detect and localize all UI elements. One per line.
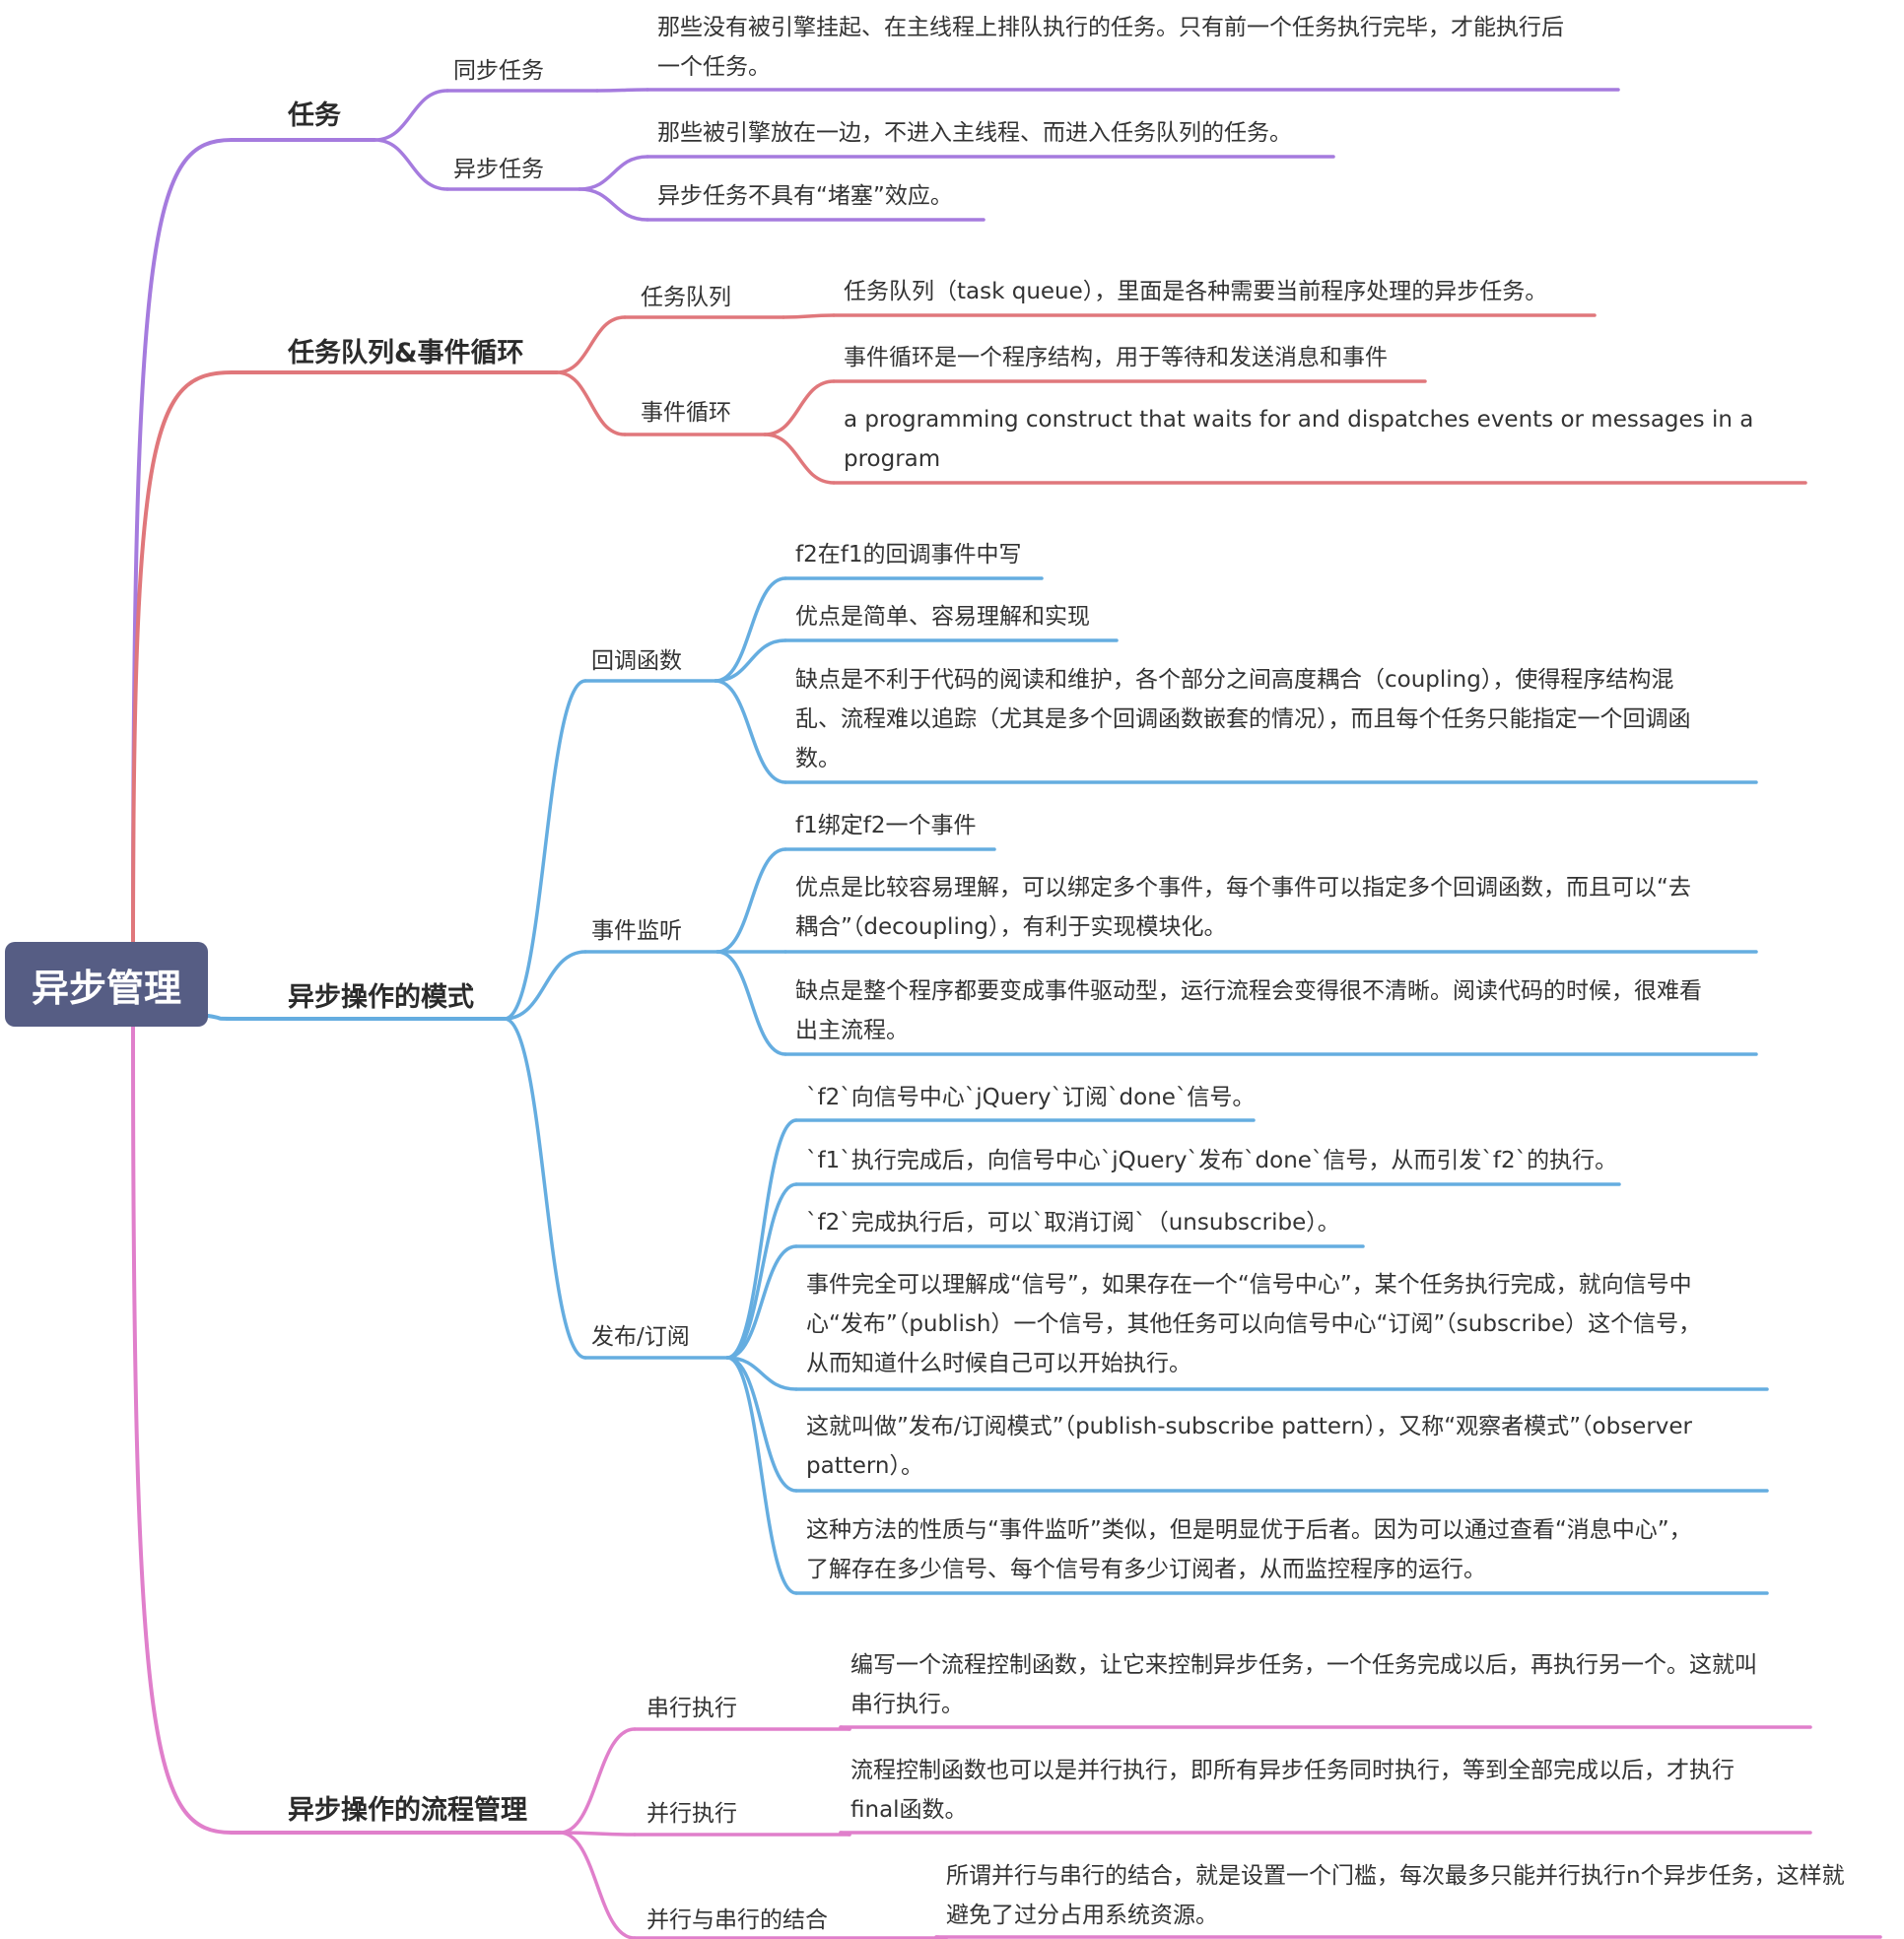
leaf-connector — [725, 1356, 798, 1493]
branch-connector — [503, 679, 587, 1021]
leaf-connector — [714, 576, 787, 683]
leaf-text[interactable]: 那些被引擎放在一边，不进入主线程、而进入任务队列的任务。 — [657, 120, 1292, 146]
leaf-connector — [725, 1356, 798, 1391]
subtopic-label[interactable]: 并行与串行的结合 — [646, 1907, 828, 1933]
subtopic-label[interactable]: 并行执行 — [646, 1801, 737, 1827]
leaf-text[interactable]: 流程控制函数也可以是并行执行，即所有异步任务同时执行，等到全部完成以后，才执行 … — [850, 1758, 1734, 1823]
leaf-text[interactable]: f1绑定f2一个事件 — [795, 813, 977, 838]
subtopic-label[interactable]: 事件监听 — [591, 918, 682, 944]
branch-connector — [503, 1017, 587, 1360]
leaf-text[interactable]: 这就叫做”发布/订阅模式”（publish-subscribe pattern）… — [806, 1414, 1693, 1479]
root-connector-0 — [131, 138, 234, 947]
leaf-text[interactable]: `f2`向信号中心`jQuery`订阅`done`信号。 — [806, 1085, 1256, 1110]
branch-connector — [373, 138, 449, 191]
branch-connector — [558, 1727, 637, 1835]
leaf-text[interactable]: `f1`执行完成后，向信号中心`jQuery`发布`done`信号，从而引发`f… — [806, 1148, 1618, 1173]
leaf-connector — [714, 638, 787, 683]
leaf-connector — [725, 1182, 798, 1360]
leaf-text[interactable]: 缺点是不利于代码的阅读和维护，各个部分之间高度耦合（coupling），使得程序… — [795, 667, 1691, 771]
leaf-connector — [714, 679, 787, 784]
subtopic-label[interactable]: 串行执行 — [646, 1696, 737, 1721]
subtopic-label[interactable]: 异步任务 — [453, 157, 544, 182]
leaf-text[interactable]: a programming construct that waits for a… — [844, 407, 1754, 472]
subtopic-label[interactable]: 同步任务 — [453, 58, 544, 84]
leaf-text[interactable]: 异步任务不具有“堵塞”效应。 — [657, 183, 953, 209]
leaf-text[interactable]: 编写一个流程控制函数，让它来控制异步任务，一个任务完成以后，再执行另一个。这就叫… — [850, 1652, 1757, 1717]
branch-connector — [555, 370, 627, 436]
subtopic-label[interactable]: 任务队列 — [641, 285, 731, 310]
leaf-text[interactable]: 事件完全可以理解成“信号”，如果存在一个“信号中心”，某个任务执行完成，就向信号… — [806, 1272, 1702, 1376]
branch-connector — [503, 950, 587, 1021]
leaf-connector — [725, 1118, 798, 1360]
leaf-connector — [725, 1356, 798, 1595]
subtopic-label[interactable]: 回调函数 — [591, 648, 682, 674]
leaf-text[interactable]: 事件循环是一个程序结构，用于等待和发送消息和事件 — [844, 345, 1388, 370]
branch-label[interactable]: 任务队列&事件循环 — [288, 338, 524, 368]
branch-connector — [555, 315, 627, 374]
leaf-connector — [595, 88, 649, 93]
branch-label[interactable]: 异步操作的模式 — [288, 982, 474, 1013]
leaf-text[interactable]: 优点是比较容易理解，可以绑定多个事件，每个事件可以指定多个回调函数，而且可以“去… — [795, 875, 1691, 940]
subtopic-label[interactable]: 事件循环 — [641, 400, 731, 426]
leaf-connector — [725, 1244, 798, 1360]
leaf-text[interactable]: 那些没有被引擎挂起、在主线程上排队执行的任务。只有前一个任务执行完毕，才能执行后… — [657, 15, 1564, 80]
branch-connector — [558, 1831, 637, 1837]
leaf-connector — [782, 313, 836, 319]
leaf-text[interactable]: 缺点是整个程序都要变成事件驱动型，运行流程会变得很不清晰。阅读代码的时候，很难看… — [795, 978, 1702, 1043]
root-node-label: 异步管理 — [31, 966, 181, 1010]
branch-label[interactable]: 异步操作的流程管理 — [288, 1795, 527, 1826]
branch-label[interactable]: 任务 — [288, 100, 341, 131]
leaf-text[interactable]: 任务队列（task queue），里面是各种需要当前程序处理的异步任务。 — [844, 279, 1548, 304]
leaf-connector — [715, 950, 787, 1056]
subtopic-label[interactable]: 发布/订阅 — [591, 1324, 690, 1350]
branch-connector — [373, 89, 449, 142]
leaf-connector — [578, 155, 649, 191]
leaf-text[interactable]: f2在f1的回调事件中写 — [795, 542, 1022, 568]
leaf-text[interactable]: `f2`完成执行后，可以`取消订阅`（unsubscribe）。 — [806, 1210, 1340, 1236]
leaf-connector — [578, 187, 649, 222]
root-connector-1 — [131, 370, 234, 947]
root-connector-3 — [131, 1024, 234, 1835]
leaf-text[interactable]: 这种方法的性质与“事件监听”类似，但是明显优于后者。因为可以通过查看“消息中心”… — [806, 1517, 1692, 1582]
leaf-connector — [715, 847, 787, 954]
leaf-connector — [763, 433, 836, 485]
leaf-connector — [763, 379, 836, 436]
branch-connector — [558, 1831, 637, 1939]
leaf-text[interactable]: 优点是简单、容易理解和实现 — [795, 604, 1090, 630]
root-node[interactable]: 异步管理 — [5, 942, 208, 1027]
leaf-text[interactable]: 所谓并行与串行的结合，就是设置一个门槛，每次最多只能并行执行n个异步任务，这样就… — [946, 1863, 1845, 1928]
